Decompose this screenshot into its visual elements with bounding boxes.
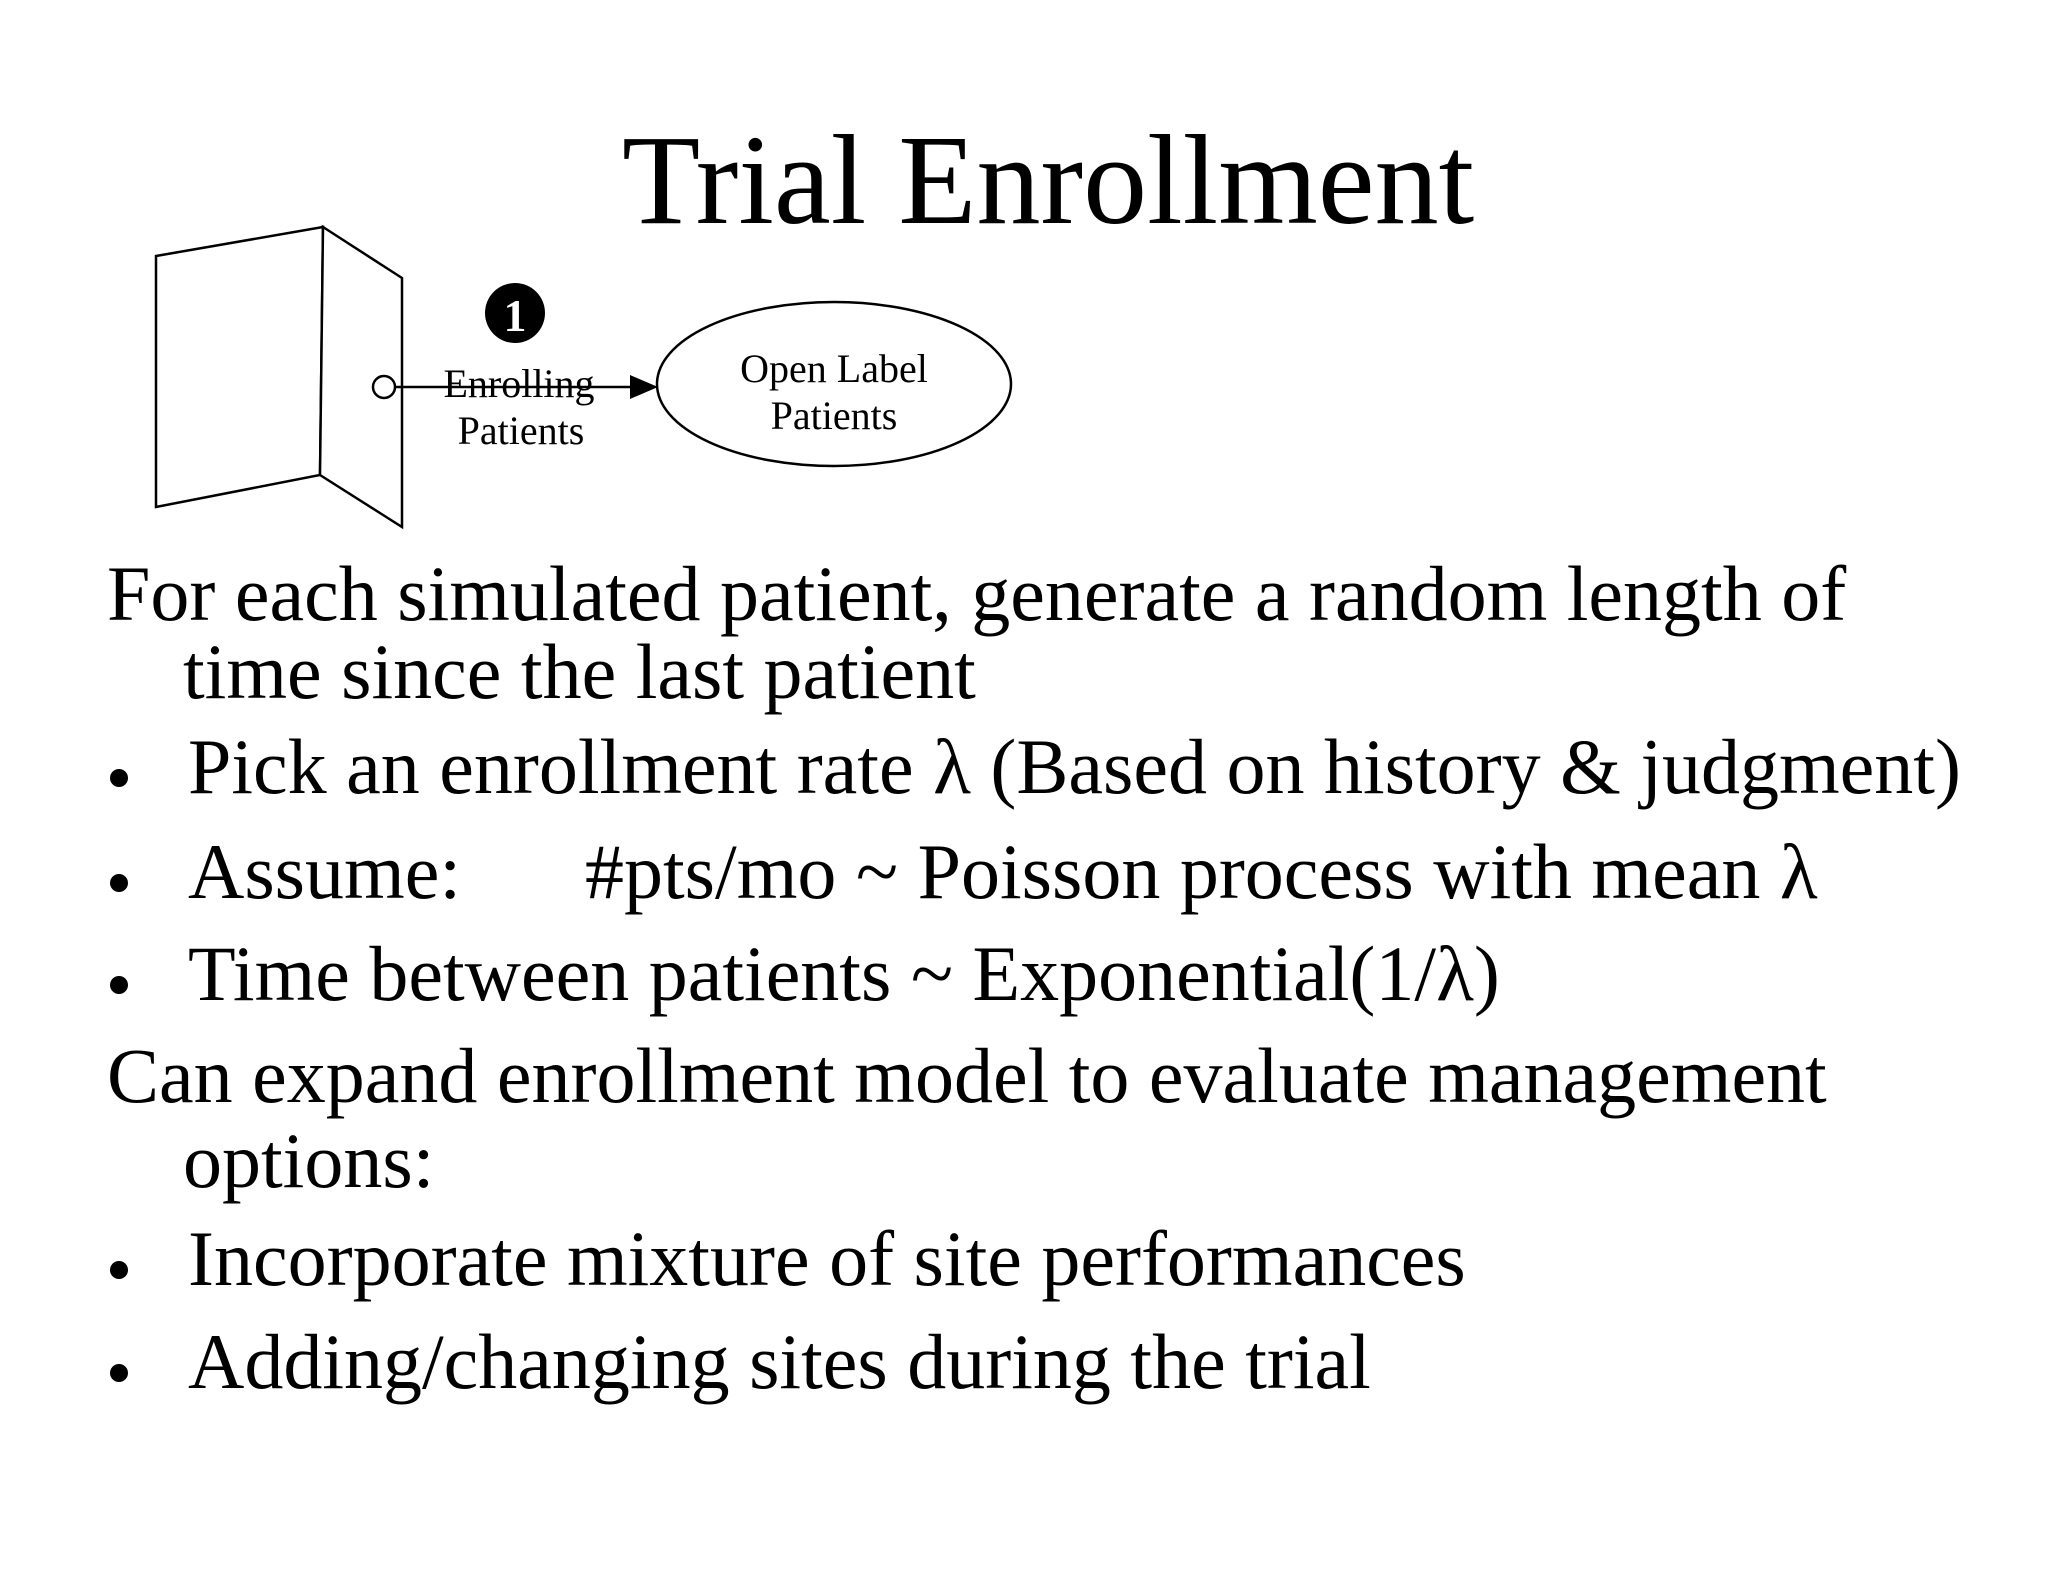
bullet-icon bbox=[110, 769, 128, 787]
ellipse-label-line2: Patients bbox=[770, 393, 898, 438]
arrow-label-line2: Patients bbox=[457, 408, 585, 453]
open-label-ellipse bbox=[655, 300, 1013, 468]
bullet-icon bbox=[110, 874, 128, 892]
body-line-1: For each simulated patient, generate a r… bbox=[107, 550, 1847, 637]
body-line-3-value: #pts/mo ~ Poisson process with mean λ bbox=[585, 828, 1818, 915]
page-title: Trial Enrollment bbox=[622, 109, 1475, 251]
door-right-panel bbox=[318, 224, 404, 530]
door-left-panel bbox=[154, 225, 325, 509]
enrollment-diagram bbox=[154, 224, 1013, 530]
arrow-label-line1: Enrolling bbox=[443, 361, 595, 406]
body-line-5: Can expand enrollment model to evaluate … bbox=[107, 1032, 1827, 1119]
body-line-7: Adding/changing sites during the trial bbox=[188, 1318, 1371, 1405]
ellipse-label-line1: Open Label bbox=[740, 346, 928, 391]
body-line-2: Pick an enrollment rate λ (Based on hist… bbox=[188, 723, 1961, 810]
body-line-3-label: Assume: bbox=[188, 828, 461, 915]
body-line-1-wrap: time since the last patient bbox=[183, 628, 976, 715]
arrowhead-icon bbox=[630, 375, 658, 399]
bullet-icon bbox=[110, 1261, 128, 1279]
body-line-4: Time between patients ~ Exponential(1/λ) bbox=[188, 930, 1500, 1017]
bullet-icon bbox=[110, 1364, 128, 1382]
step-1-badge-number: 1 bbox=[503, 290, 527, 341]
body-line-5-wrap: options: bbox=[183, 1117, 435, 1204]
doorknob-icon bbox=[371, 374, 397, 400]
body-line-6: Incorporate mixture of site performances bbox=[188, 1215, 1466, 1302]
bullet-icon bbox=[110, 976, 128, 994]
step-1-badge-circle bbox=[485, 283, 545, 343]
